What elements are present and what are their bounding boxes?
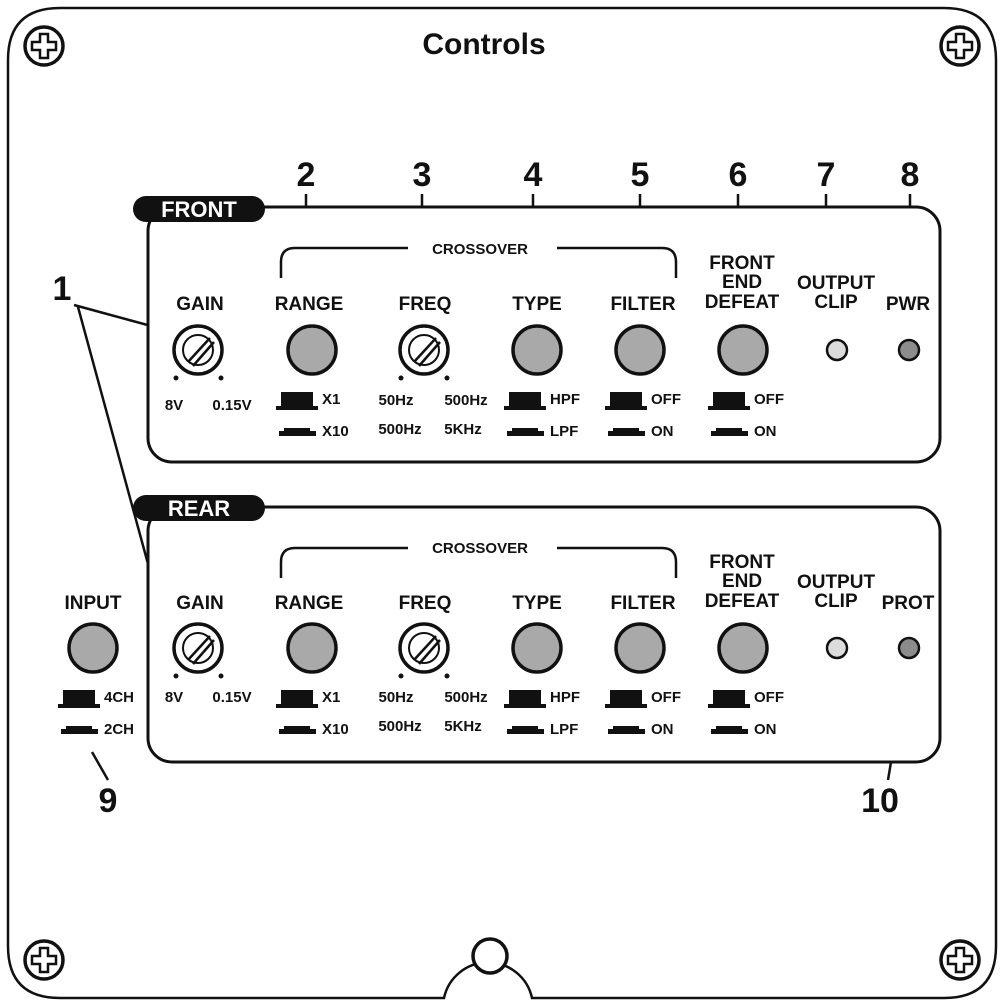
svg-text:X1: X1 <box>322 391 340 408</box>
front-type-switch[interactable]: TYPE HPF LPF <box>504 294 580 440</box>
phillips-screw-icon <box>23 25 65 67</box>
svg-text:FREQ: FREQ <box>399 294 452 315</box>
mounting-hole-icon <box>471 937 509 975</box>
svg-text:CLIP: CLIP <box>814 591 858 612</box>
callout-2: 2 <box>297 156 316 194</box>
svg-text:X10: X10 <box>322 423 349 440</box>
svg-text:50Hz: 50Hz <box>378 689 413 706</box>
svg-text:GAIN: GAIN <box>176 294 224 315</box>
svg-text:0.15V: 0.15V <box>212 397 251 414</box>
callout-3: 3 <box>413 156 432 194</box>
svg-text:50Hz: 50Hz <box>378 392 413 409</box>
rear-defeat-switch[interactable]: FRONT END DEFEAT OFF ON <box>705 552 784 738</box>
rear-gain-control[interactable]: GAIN 8V 0.15V <box>165 593 252 706</box>
front-range-switch[interactable]: RANGE X1 X10 <box>275 294 349 440</box>
svg-text:HPF: HPF <box>550 689 580 706</box>
callout-1: 1 <box>53 270 72 308</box>
callout-7: 7 <box>817 156 836 194</box>
svg-text:OFF: OFF <box>754 689 784 706</box>
rear-tab-label: REAR <box>168 496 230 521</box>
callout-6: 6 <box>729 156 748 194</box>
rear-filter-switch[interactable]: FILTER OFF ON <box>605 593 681 738</box>
rear-input-switch[interactable]: INPUT 4CH 2CH <box>58 593 134 738</box>
svg-text:5KHz: 5KHz <box>444 718 482 735</box>
rear-crossover-label: CROSSOVER <box>432 540 528 557</box>
svg-text:END: END <box>722 272 762 293</box>
svg-text:0.15V: 0.15V <box>212 689 251 706</box>
svg-text:OFF: OFF <box>754 391 784 408</box>
svg-text:500Hz: 500Hz <box>444 392 487 409</box>
rear-output-clip-led: OUTPUT CLIP <box>797 572 876 660</box>
svg-text:OFF: OFF <box>651 689 681 706</box>
svg-text:X1: X1 <box>322 689 340 706</box>
svg-text:4CH: 4CH <box>104 689 134 706</box>
svg-text:LPF: LPF <box>550 423 578 440</box>
svg-text:ON: ON <box>754 423 777 440</box>
svg-text:RANGE: RANGE <box>275 593 344 614</box>
svg-text:FILTER: FILTER <box>610 593 675 614</box>
svg-text:CLIP: CLIP <box>814 292 858 313</box>
phillips-screw-icon <box>939 939 981 981</box>
svg-text:FRONT: FRONT <box>709 253 775 274</box>
svg-text:DEFEAT: DEFEAT <box>705 292 780 313</box>
svg-text:ON: ON <box>651 423 674 440</box>
svg-text:2CH: 2CH <box>104 721 134 738</box>
front-filter-switch[interactable]: FILTER OFF ON <box>605 294 681 440</box>
svg-text:TYPE: TYPE <box>512 593 562 614</box>
rear-freq-control[interactable]: FREQ 50Hz 500Hz 500Hz 5KHz <box>378 593 487 735</box>
svg-text:ON: ON <box>754 721 777 738</box>
svg-text:END: END <box>722 571 762 592</box>
callout-4: 4 <box>524 156 543 194</box>
callout-8: 8 <box>901 156 920 194</box>
svg-text:INPUT: INPUT <box>65 593 122 614</box>
front-crossover-label: CROSSOVER <box>432 241 528 258</box>
callout-10: 10 <box>861 782 899 820</box>
rear-type-switch[interactable]: TYPE HPF LPF <box>504 593 580 738</box>
svg-text:500Hz: 500Hz <box>444 689 487 706</box>
svg-text:FRONT: FRONT <box>709 552 775 573</box>
front-tab-label: FRONT <box>161 197 237 222</box>
page-title: Controls <box>422 28 545 61</box>
svg-text:OUTPUT: OUTPUT <box>797 572 876 593</box>
svg-text:8V: 8V <box>165 689 183 706</box>
rear-prot-led: PROT <box>882 593 935 660</box>
svg-text:OUTPUT: OUTPUT <box>797 273 876 294</box>
rear-range-switch[interactable]: RANGE X1 X10 <box>275 593 349 738</box>
svg-text:LPF: LPF <box>550 721 578 738</box>
svg-text:GAIN: GAIN <box>176 593 224 614</box>
svg-text:FREQ: FREQ <box>399 593 452 614</box>
svg-text:X10: X10 <box>322 721 349 738</box>
front-section: FRONT CROSSOVER GAIN 8V 0.15V RANGE X1 X… <box>133 196 942 464</box>
front-pwr-led: PWR <box>886 294 931 362</box>
svg-text:8V: 8V <box>165 397 183 414</box>
front-defeat-switch[interactable]: FRONT END DEFEAT OFF ON <box>705 253 784 440</box>
svg-text:500Hz: 500Hz <box>378 421 421 438</box>
svg-text:FILTER: FILTER <box>610 294 675 315</box>
svg-text:500Hz: 500Hz <box>378 718 421 735</box>
front-freq-control[interactable]: FREQ 50Hz 500Hz 500Hz 5KHz <box>378 294 487 438</box>
svg-text:ON: ON <box>651 721 674 738</box>
svg-text:RANGE: RANGE <box>275 294 344 315</box>
front-gain-control[interactable]: GAIN 8V 0.15V <box>165 294 252 414</box>
svg-text:HPF: HPF <box>550 391 580 408</box>
svg-text:5KHz: 5KHz <box>444 421 482 438</box>
phillips-screw-icon <box>939 25 981 67</box>
callout-9: 9 <box>99 782 118 820</box>
svg-text:PROT: PROT <box>882 593 935 614</box>
svg-text:TYPE: TYPE <box>512 294 562 315</box>
callout-5: 5 <box>631 156 650 194</box>
svg-text:OFF: OFF <box>651 391 681 408</box>
rear-section: REAR CROSSOVER INPUT 4CH 2CH GAIN 8V 0.1… <box>58 495 942 764</box>
front-output-clip-led: OUTPUT CLIP <box>797 273 876 362</box>
svg-text:PWR: PWR <box>886 294 931 315</box>
phillips-screw-icon <box>23 939 65 981</box>
svg-text:DEFEAT: DEFEAT <box>705 591 780 612</box>
